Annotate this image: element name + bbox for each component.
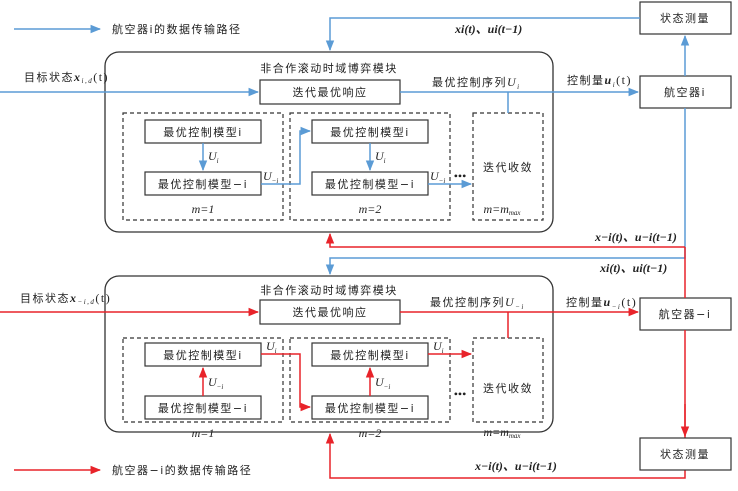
bottom-iter-best-response-label: 迭代最优响应 xyxy=(293,305,368,319)
bottom-cross-label: xi(t)、ui(t−1) xyxy=(599,261,667,275)
top-m2-uneg-label: U−i xyxy=(430,169,445,185)
top-target-label: 目标状态xi,d(t) xyxy=(24,70,109,85)
top-ellipsis: ••• xyxy=(454,169,467,183)
top-feedback-label: xi(t)、ui(t−1) xyxy=(454,22,522,36)
bottom-m2-label: m=2 xyxy=(359,426,382,440)
top-state-measure-box xyxy=(639,1,732,35)
bottom-m1-label: m=1 xyxy=(192,426,215,440)
legend-top-label: 航空器i的数据传输路径 xyxy=(112,22,242,36)
aircraft-neg-i-label: 航空器−i xyxy=(659,307,712,321)
top-m2-model-neg-i-label: 最优控制模型−i xyxy=(325,177,415,191)
bottom-control-label: 控制量u−i(t) xyxy=(566,295,637,311)
top-m1-ui-label: Ui xyxy=(208,149,219,165)
top-iteration-m2 xyxy=(289,112,451,221)
aircraft-i-label: 航空器i xyxy=(664,85,706,99)
top-m2-ui-label: Ui xyxy=(375,149,386,165)
bottom-state-measure-label: 状态测量 xyxy=(660,447,710,461)
top-iteration-m1 xyxy=(122,112,284,221)
bottom-m1-model-neg-i-label: 最优控制模型−i xyxy=(158,401,248,415)
top-cross-label: x−i(t)、u−i(t−1) xyxy=(594,230,677,244)
top-converge-label: 迭代收敛 xyxy=(483,160,533,174)
top-module-frame xyxy=(104,51,554,233)
legend-aircraft-i: 航空器i的数据传输路径 xyxy=(14,22,242,36)
bottom-converge-box xyxy=(472,337,544,423)
top-m1-model-i-label: 最优控制模型i xyxy=(163,125,243,139)
top-m2-model-i-label: 最优控制模型i xyxy=(330,125,410,139)
bottom-target-label: 目标状态x−i,d(t) xyxy=(20,291,111,306)
bottom-ellipsis: ••• xyxy=(454,387,467,401)
bottom-state-measure-box xyxy=(639,437,732,471)
bottom-module-frame xyxy=(104,275,554,433)
bottom-m1-ui-label: Ui xyxy=(266,339,277,355)
aircraft-neg-i-box xyxy=(639,297,732,331)
legend-bottom-label: 航空器−i的数据传输路径 xyxy=(112,463,252,477)
bottom-feedback-label: x−i(t)、u−i(t−1) xyxy=(474,459,557,473)
bottom-m2-model-i-label: 最优控制模型i xyxy=(330,348,410,362)
bottom-m1-model-i-label: 最优控制模型i xyxy=(163,348,243,362)
top-game-module: 非合作滚动时域博弈模块 迭代最优响应 最优控制模型i 最优控制模型−i m=1 … xyxy=(104,51,554,233)
top-iter-best-response-label: 迭代最优响应 xyxy=(293,85,368,99)
bottom-m1-to-m2-arrow xyxy=(261,353,312,412)
bottom-iteration-m1 xyxy=(122,337,284,423)
bottom-converge-label: 迭代收敛 xyxy=(483,381,533,395)
bottom-m2-uneg-label: U−i xyxy=(375,375,390,391)
top-m1-to-m2-arrow xyxy=(261,126,312,185)
bottom-m1-uneg-label: U−i xyxy=(208,375,223,391)
legend-aircraft-neg-i: 航空器−i的数据传输路径 xyxy=(14,463,252,477)
top-state-measure-label: 状态测量 xyxy=(660,11,710,25)
top-m2-label: m=2 xyxy=(359,202,382,216)
bottom-mmax-label: m=mmax xyxy=(483,425,521,440)
bottom-module-title: 非合作滚动时域博弈模块 xyxy=(260,283,398,297)
top-opt-seq-label: 最优控制序列Ui xyxy=(432,75,521,91)
aircraft-i-to-bottom-module-arrow xyxy=(325,108,686,276)
bottom-iteration-m2 xyxy=(289,337,451,423)
bottom-opt-seq-label: 最优控制序列U−i xyxy=(430,295,525,311)
top-feedback-arrow xyxy=(325,17,640,52)
top-m1-label: m=1 xyxy=(192,202,215,216)
top-m1-model-neg-i-label: 最优控制模型−i xyxy=(158,177,248,191)
top-control-label: 控制量ui(t) xyxy=(567,73,632,89)
bottom-m2-ui-label: Ui xyxy=(433,339,444,355)
top-iter-best-response-box xyxy=(259,79,401,105)
bottom-game-module: 非合作滚动时域博弈模块 迭代最优响应 最优控制模型i 最优控制模型−i m=1 … xyxy=(104,275,554,440)
bottom-iter-best-response-box xyxy=(259,299,401,325)
top-module-title: 非合作滚动时域博弈模块 xyxy=(260,61,398,75)
top-m1-uneg-label: U−i xyxy=(263,169,278,185)
aircraft-neg-i-to-top-module-arrow xyxy=(325,232,685,248)
bottom-m2-model-neg-i-label: 最优控制模型−i xyxy=(325,401,415,415)
top-mmax-label: m=mmax xyxy=(483,202,521,217)
